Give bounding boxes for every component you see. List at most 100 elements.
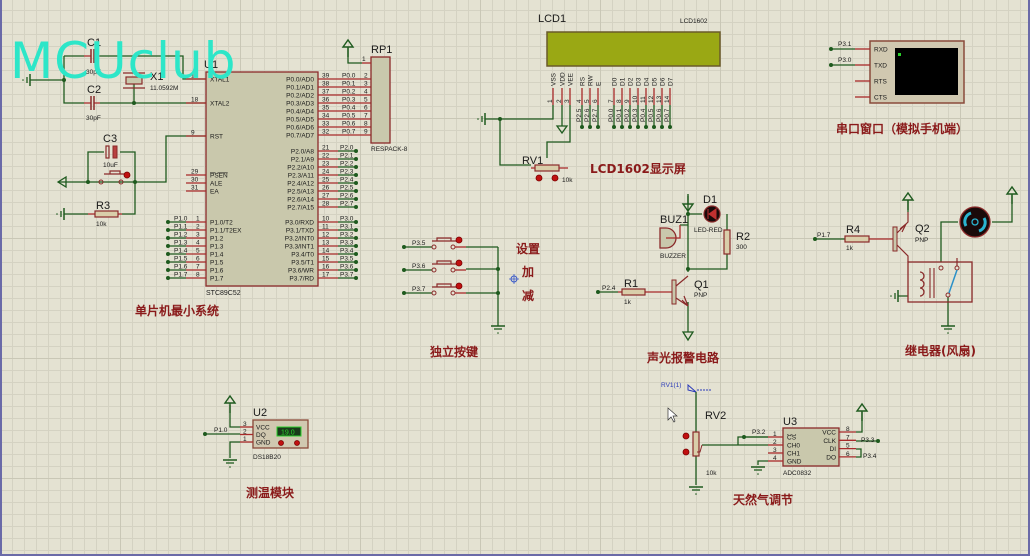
resistor-r4[interactable]: [844, 235, 893, 243]
resistor-r1[interactable]: [618, 288, 672, 296]
adc-pin-do[interactable]: 6DO: [826, 451, 856, 462]
fan-motor[interactable]: [959, 206, 991, 238]
reset-button[interactable]: [98, 170, 131, 185]
svg-text:P0.6: P0.6: [342, 121, 356, 128]
buzzer-buz1[interactable]: [659, 225, 681, 249]
potentiometer-rv2[interactable]: [682, 431, 703, 457]
push-button-p3-7[interactable]: P3.7: [402, 282, 466, 296]
terminal-pin-rxd[interactable]: RXD: [855, 47, 888, 54]
svg-text:14: 14: [664, 95, 671, 103]
terminal-pin-txd[interactable]: TXD: [855, 63, 887, 70]
capacitor-c2[interactable]: [84, 96, 100, 110]
respack-rp1[interactable]: 1 RP1 RESPACK-8: [342, 39, 408, 153]
crystal-x1[interactable]: [123, 72, 145, 89]
svg-text:P0.3/AD3: P0.3/AD3: [286, 101, 314, 108]
resistor-r2[interactable]: [723, 229, 731, 255]
terminal-pin-cts[interactable]: CTS: [855, 95, 888, 102]
transistor-q2[interactable]: [892, 212, 909, 262]
terminal-pin-rts[interactable]: RTS: [855, 79, 888, 86]
push-button-p3-6[interactable]: P3.6: [402, 259, 466, 273]
resistor-r3[interactable]: [88, 210, 122, 218]
potentiometer-rv1[interactable]: [531, 164, 568, 182]
adc-pin-di[interactable]: 5DI: [830, 443, 857, 454]
q2-ref: Q2: [915, 223, 930, 235]
x1-ref: X1: [150, 71, 163, 83]
lcd-lcd1602[interactable]: LCD1 LCD1602 VSS1VDD2VEE3RS4P2.5RW5P2.6E…: [476, 13, 721, 184]
relay[interactable]: [907, 258, 973, 303]
capacitor-c1[interactable]: [84, 49, 100, 63]
push-button-p3-5[interactable]: P3.5: [402, 236, 466, 250]
transistor-q1[interactable]: [671, 275, 689, 307]
capacitor-c3[interactable]: [105, 145, 118, 159]
svg-text:CLK: CLK: [823, 438, 836, 445]
led-d1[interactable]: [703, 205, 721, 223]
